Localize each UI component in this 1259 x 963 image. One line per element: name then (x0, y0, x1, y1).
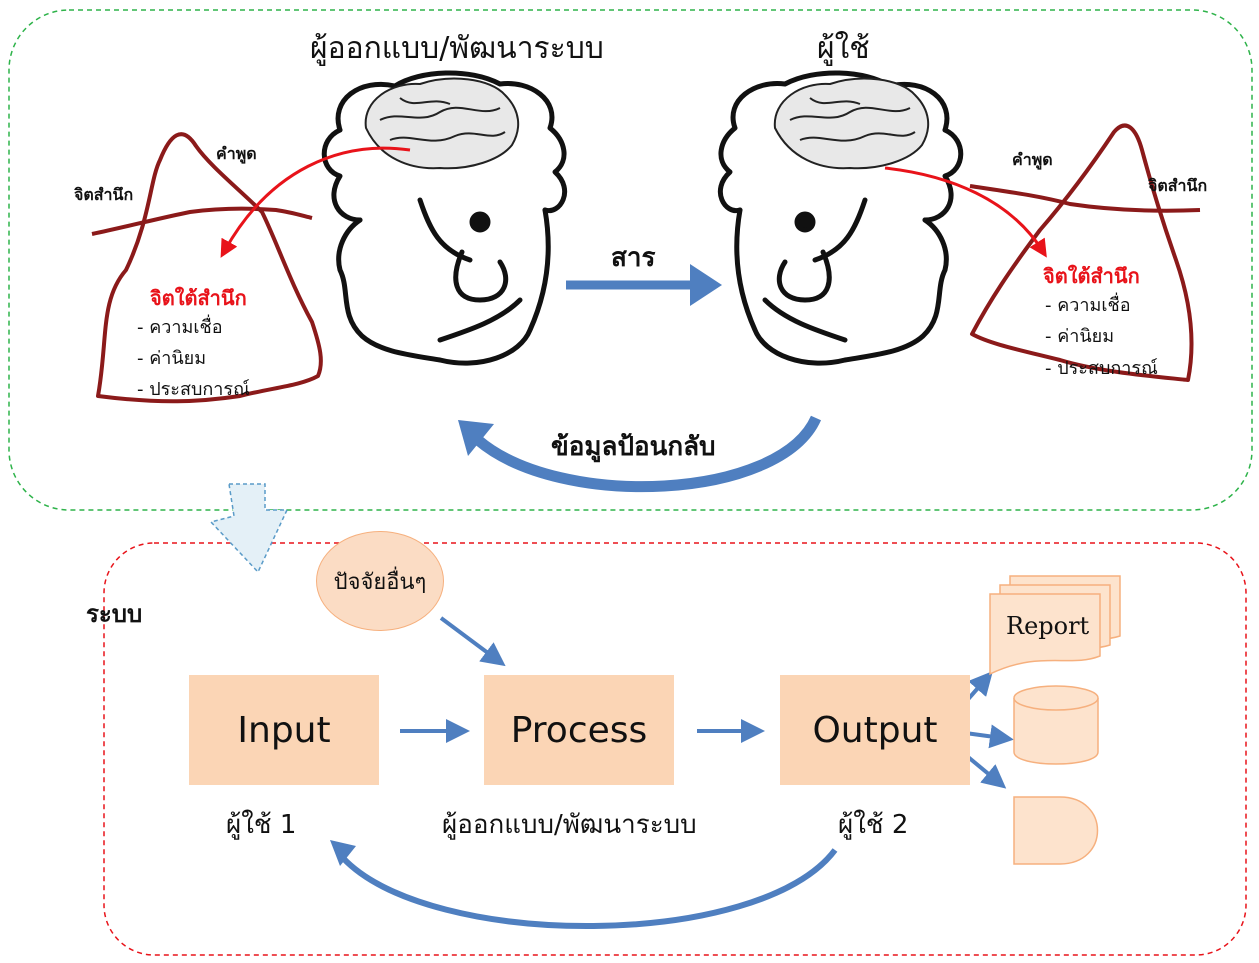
left-speech-label: คำพูด (216, 144, 257, 163)
display-shape-icon (1013, 796, 1099, 865)
report-document-icon (989, 575, 1121, 676)
left-values: - ค่านิยม (137, 348, 207, 369)
left-iceberg (91, 132, 323, 404)
other-factors-bubble: ปัจจัยอื่นๆ (316, 531, 444, 631)
user-head (717, 70, 964, 366)
left-experience: - ประสบการณ์ (137, 379, 250, 400)
right-iceberg (969, 123, 1201, 382)
user-title: ผู้ใช้ (817, 31, 870, 66)
output-box: Output (780, 675, 970, 785)
left-brain-icon (364, 77, 520, 170)
feedback-arrow (474, 415, 822, 493)
message-label: สาร (611, 243, 656, 273)
database-icon (1013, 685, 1099, 765)
report-label: Report (1006, 612, 1090, 640)
designer-caption: ผู้ออกแบบ/พัฒนาระบบ (442, 810, 697, 840)
feedback-arrowhead (458, 420, 494, 456)
designer-head (321, 70, 568, 366)
user1-caption: ผู้ใช้ 1 (226, 810, 297, 840)
transition-arrow (209, 483, 289, 574)
feedback-label: ข้อมูลป้อนกลับ (551, 432, 716, 462)
right-brain-icon (773, 77, 930, 170)
system-feedback-arrowhead (330, 840, 356, 866)
communication-frame (8, 9, 1253, 511)
right-values: - ค่านิยม (1045, 326, 1115, 347)
message-arrowhead (690, 264, 722, 306)
right-conscious-label: จิตสำนึก (1148, 176, 1208, 195)
right-mind-arrow (884, 166, 1047, 258)
right-belief: - ความเชื่อ (1045, 295, 1131, 316)
right-experience: - ประสบการณ์ (1045, 358, 1158, 379)
left-belief: - ความเชื่อ (137, 317, 223, 338)
system-label: ระบบ (86, 600, 143, 628)
left-subconscious-label: จิตใต้สำนึก (150, 286, 247, 310)
system-feedback-arrow (340, 848, 838, 930)
left-conscious-label: จิตสำนึก (74, 185, 134, 204)
left-mind-arrow (220, 146, 411, 258)
process-box: Process (484, 675, 674, 785)
user2-caption: ผู้ใช้ 2 (838, 810, 909, 840)
right-subconscious-label: จิตใต้สำนึก (1043, 264, 1140, 288)
right-speech-label: คำพูด (1012, 150, 1053, 169)
designer-title: ผู้ออกแบบ/พัฒนาระบบ (310, 31, 604, 66)
input-box: Input (189, 675, 379, 785)
